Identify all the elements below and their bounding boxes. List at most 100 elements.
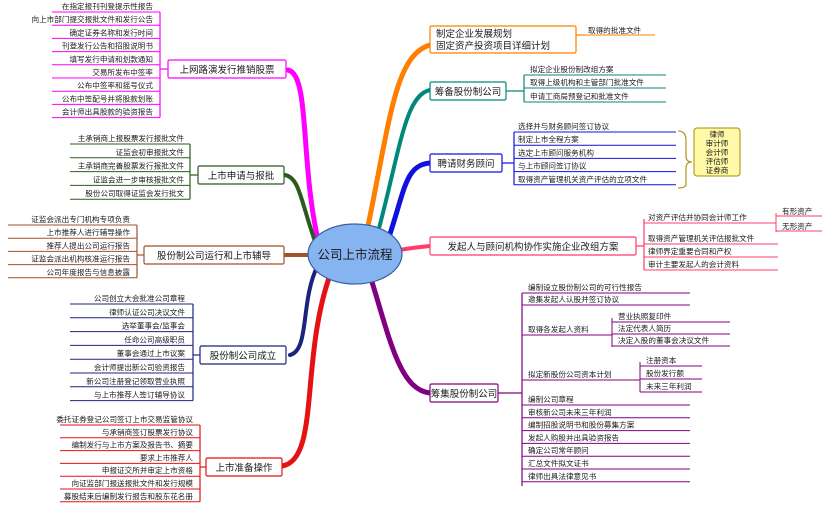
nijiding-item-2: 未来三年利润 [646, 381, 692, 391]
roles-bracket [677, 130, 693, 189]
item-branches-gupiao-items-4: 填写发行申请和划款通知 [69, 54, 153, 64]
item-branches-fudao-items-1: 上市推荐人进行辅导操作 [46, 227, 130, 237]
item-branches-gupiao-items-3: 刊登发行公告和招股说明书 [62, 41, 154, 51]
branch-zhunbei[interactable] [205, 457, 283, 477]
item-branches-choubei-items-2: 申请工商局预登记和批准文件 [530, 91, 629, 101]
item-branches-gupiao-items-0: 在指定报刊刊登提示性报告 [62, 1, 154, 11]
gaizhi-item-1: 取得资产管理机关评估报批文件 [648, 233, 755, 243]
item-branches-zhunbei-items-4: 申报证交所并审定上市资格 [102, 465, 194, 475]
center-node[interactable]: 公司上市流程 [307, 223, 403, 285]
branch-shenbao[interactable] [197, 165, 285, 185]
choujian-bottom-5: 汇总文件拟文证书 [528, 458, 589, 468]
item-branches-fudao-items-3: 证监会派出机构核准运行报告 [31, 254, 130, 264]
nijiding-item-1: 股份发行额 [646, 368, 684, 378]
item-branches-zhunbei-items-0: 委托证券登记公司签订上市交易监管协议 [56, 414, 193, 424]
item-branches-zhunbei-items-5: 向证监部门报送报批文件和发行规模 [72, 478, 194, 488]
branch-gupiao-label: 上网路演发行推销股票 [179, 64, 275, 76]
node-layer: 上网路演发行推销股票 在指定报刊刊登提示性报告向上市部门提交报批文件和发行公告确定… [31, 1, 812, 501]
choujian-top-0: 编制设立股份制公司的可行性报告 [528, 282, 642, 292]
item-branches-choubei-items-1: 取得上级机构和主管部门批准文件 [530, 77, 644, 87]
choujian-nijiding: 拟定新股份公司资本计划 [528, 369, 612, 379]
gaizhi-item1: 对资产评估并协同会计师工作 [648, 212, 747, 222]
gaizhi-item-2: 律师界定重要合同和产权 [648, 246, 732, 256]
item-branches-chengli-items-0: 公司创立大会批准公司章程 [94, 293, 186, 303]
branch-guwen[interactable] [429, 153, 503, 173]
item-branches-gupiao-items-5: 交易所发布中签率 [92, 67, 153, 77]
item-branches-shenbao-items-0: 主承销商上报股票发行报批文件 [78, 133, 185, 143]
item-branches-zhunbei-items-2: 编制发行与上市方案及报告书、摘要 [72, 440, 194, 450]
item-branches-gupiao-items-6: 公布中签率和摇号仪式 [77, 80, 153, 90]
branch-gaizhi[interactable] [429, 236, 637, 256]
branch-fudao-label: 股份制公司运行和上市辅导 [157, 250, 271, 262]
item-branches-zhunbei-items-1: 与承销商签订股票发行协议 [102, 427, 194, 437]
item-branches-zhunbei-items-6: 募股结束后编制发行报告和股东花名册 [64, 491, 193, 501]
branch-curve-gaizhi [398, 244, 432, 252]
item-branches-chengli-items-4: 董事会通过上市议案 [117, 348, 186, 358]
item-branches-gupiao-items-1: 向上市部门提交报批文件和发行公告 [32, 14, 154, 24]
branch-gupiao[interactable] [167, 59, 287, 79]
qude-item-2: 决定入股的董事会决议文件 [618, 335, 710, 345]
item-branches-chengli-items-3: 任命公司高级职员 [124, 334, 185, 344]
item-branches-guwen-items-2: 选定上市顾问服务机构 [518, 147, 594, 157]
item-branches-shenbao-items-2: 主承销商完善股票发行报批文件 [78, 161, 185, 171]
choujian-bottom-2: 编制招股说明书和股份募集方案 [528, 420, 635, 430]
item-branches-choubei-items-0: 拟定企业股份制改组方案 [530, 64, 614, 74]
item-branches-shenbao-items-4: 股份公司取得证监会发行批文 [85, 188, 184, 198]
item-branches-gupiao-items-2: 确定证券名称和发行时间 [69, 27, 153, 37]
item-branches-guwen-items-3: 与上市顾问签订协议 [518, 161, 587, 171]
branch-guihua-line1: 制定企业发展规划 [436, 28, 512, 40]
qude-item-0: 营业执照复印件 [618, 311, 672, 321]
gaizhi-item-3: 审计主要发起人的会计资料 [648, 259, 740, 269]
nijiding-item-0: 注册资本 [646, 355, 677, 365]
branch-gaizhi-label: 发起人与顾问机构协作实施企业改组方案 [447, 241, 619, 253]
branch-zhunbei-label: 上市准备操作 [215, 462, 273, 474]
item-branches-chengli-items-6: 新公司注册登记领取营业执照 [86, 376, 185, 386]
item-branches-gupiao-items-8: 会计师出具股款的验资报告 [62, 107, 154, 117]
role-2: 会计师 [706, 147, 729, 157]
branch-guihua[interactable] [429, 25, 577, 54]
branch-choubei-label: 筹备股份制公司 [435, 86, 502, 98]
item-branches-chengli-items-5: 会计师提出新公司验资报告 [94, 362, 186, 372]
item-branches-guwen-items-4: 取得资产管理机关资产评估的立项文件 [518, 174, 647, 184]
gaizhi-sub-1: 无形资产 [782, 221, 813, 231]
branch-curve-gupiao [285, 67, 321, 243]
branch-curve-guihua [365, 42, 433, 229]
choujian-bottom-0: 编制公司章程 [528, 394, 574, 404]
branch-fudao[interactable] [143, 245, 285, 265]
branch-curve-chengli [288, 263, 320, 357]
center-title: 公司上市流程 [317, 247, 393, 262]
choujian-top-1: 邀集发起人认股并签订协议 [528, 294, 620, 304]
item-branches-shenbao-items-3: 证监会进一步审核报批文件 [93, 174, 185, 184]
choujian-bottom-1: 审核新公司未来三年利润 [528, 407, 612, 417]
item-branches-fudao-items-0: 证监会派出专门机构专项负责 [31, 214, 130, 224]
item-branches-shenbao-items-1: 证监会初审报批文件 [116, 147, 185, 157]
gaizhi-sub-0: 有形资产 [782, 206, 813, 216]
branch-curve-choubei [376, 88, 432, 234]
item-branches-zhunbei-items-3: 要求上市推荐人 [140, 452, 194, 462]
branch-curve-guwen [385, 160, 433, 243]
choujian-qude: 取得各发起人资料 [528, 324, 589, 334]
role-0: 律师 [709, 129, 725, 139]
center-ellipse [307, 223, 403, 285]
qude-item-1: 法定代表人简历 [618, 323, 672, 333]
branch-choujian[interactable] [429, 383, 499, 403]
item-branches-guwen-items-1: 制定上市全程方案 [518, 134, 579, 144]
branch-choubei[interactable] [429, 81, 507, 101]
role-3: 评估师 [706, 156, 729, 166]
choujian-bottom-4: 确定公司常年顾问 [528, 445, 589, 455]
item-branches-chengli-items-2: 选举董事会/监事会 [122, 321, 186, 331]
item-branches-guwen-items-0: 选择并与财务顾问签订协议 [518, 121, 610, 131]
guihua-note: 取得的批准文件 [588, 25, 642, 35]
connector-layer [8, 11, 822, 503]
item-branches-chengli-items-1: 律师认证公司决议文件 [109, 307, 185, 317]
item-branches-chengli-items-7: 与上市推荐人签订辅导协议 [94, 390, 186, 400]
branch-curve-choujian [369, 279, 433, 396]
choujian-bottom-3: 发起人购股并出具验资报告 [528, 432, 620, 442]
roles-box [693, 127, 741, 177]
branch-shenbao-label: 上市申请与报批 [208, 170, 275, 182]
branch-chengli[interactable] [199, 345, 287, 365]
branch-guwen-label: 聘请财务顾问 [437, 158, 494, 170]
item-branches-fudao-items-2: 推荐人提出公司运行报告 [46, 240, 130, 250]
